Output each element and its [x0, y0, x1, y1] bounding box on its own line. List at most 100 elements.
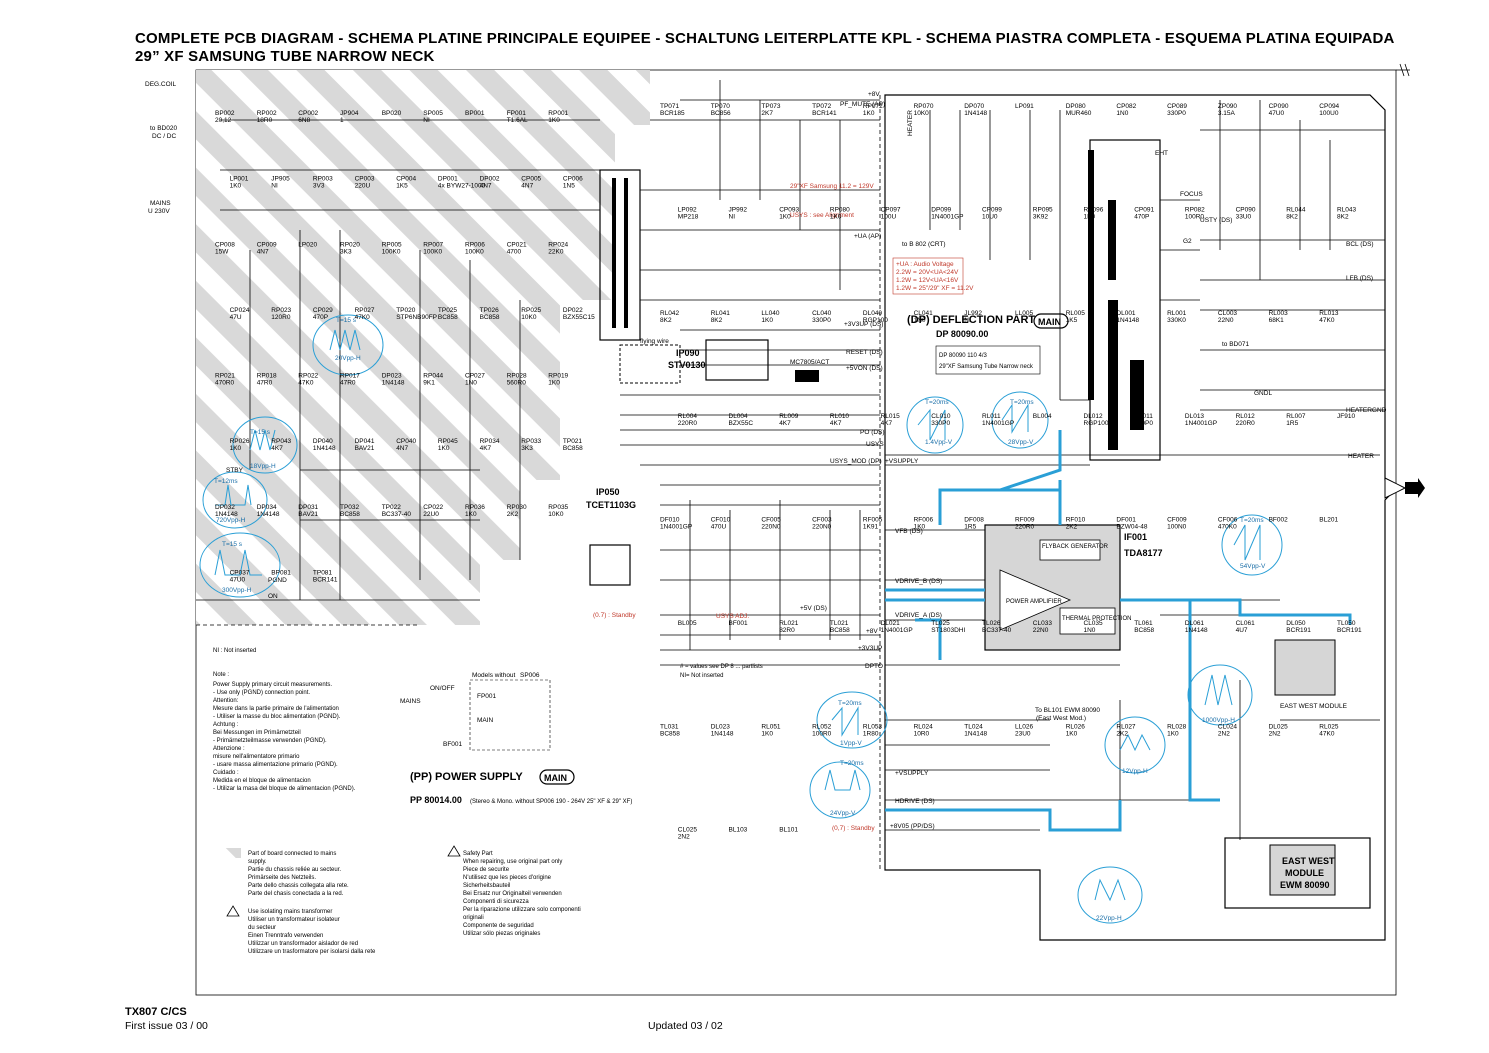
dc-dc: DC / DC — [152, 133, 177, 140]
component-value: BC858 — [438, 314, 458, 321]
component-value: 68K1 — [1269, 317, 1285, 324]
svg-text:Utilizzar un transformador ais: Utilizzar un transformador aislador de r… — [248, 941, 358, 947]
component-ref-cp093: CP093 — [779, 206, 799, 213]
component-value: 2K2 — [1116, 730, 1128, 737]
component-value: 2K2 — [507, 511, 519, 518]
component-value: 47R0 — [257, 380, 273, 387]
component-value: BCR141 — [812, 110, 837, 117]
component-value: 4U7 — [1236, 627, 1248, 634]
component-value: 1N4148 — [257, 511, 280, 518]
g2-label: G2 — [1183, 238, 1192, 245]
component-value: 1R5 — [1286, 420, 1298, 427]
to-bd071: to BD071 — [1222, 341, 1249, 348]
audio-voltage: +UA : Audio Voltage — [896, 261, 954, 268]
focus-label: FOCUS — [1180, 191, 1203, 198]
component-ref-rp003: RP003 — [313, 176, 333, 183]
transformer-ll005 — [1089, 139, 1161, 461]
component-value: 10K0 — [914, 110, 930, 117]
component-ref-rp043: RP043 — [271, 438, 291, 445]
component-ref-rl043: RL043 — [1337, 206, 1357, 213]
component-value: BAV21 — [298, 511, 318, 518]
svg-text:- Primärnetzteilmasse verwende: - Primärnetzteilmasse verwenden (PGND). — [213, 738, 327, 744]
component-value: 47R0 — [340, 380, 356, 387]
heatergnd-label: HEATERGND — [1346, 407, 1387, 414]
component-value: 3K92 — [1033, 213, 1049, 220]
component-value: 220R0 — [1236, 420, 1256, 427]
component-value: 220U — [355, 183, 371, 190]
ip090-part: STV0130 — [668, 360, 706, 370]
component-ref-jf910: JF910 — [1337, 413, 1355, 420]
ic-ip095 — [795, 370, 819, 382]
deflection-code: DP 80090.00 — [936, 329, 988, 339]
component-value: 4N7 — [257, 248, 269, 255]
component-value: 1K0 — [230, 183, 242, 190]
bcl-label: BCL (DS) — [1346, 241, 1374, 248]
component-value: 330P0 — [1167, 110, 1186, 117]
component-ref-cp006: CP006 — [563, 176, 583, 183]
svg-text:supply.: supply. — [248, 859, 267, 865]
component-value: NI — [964, 317, 971, 324]
component-ref-cl010: CL010 — [931, 413, 951, 420]
component-value: 4K7 — [480, 445, 492, 452]
component-value: 470R0 — [215, 380, 235, 387]
isolation-legend: Use isolating mains transformer Utiliser… — [248, 909, 376, 955]
models-without: Models without — [472, 672, 516, 679]
component-ref-tp081: TP081 — [313, 569, 333, 576]
component-ref-rp096: RP096 — [1084, 206, 1104, 213]
svg-text:22Vpp-H: 22Vpp-H — [1096, 915, 1122, 922]
component-value: 470U — [711, 524, 727, 531]
component-ref-cf010: CF010 — [711, 517, 731, 524]
component-ref-cp090: CP090 — [1236, 206, 1256, 213]
component-value: 4K7 — [830, 420, 842, 427]
component-ref-rp007: RP007 — [423, 241, 443, 248]
if001-part: TDA8177 — [1124, 548, 1163, 558]
component-ref-cf009: CF009 — [1167, 517, 1187, 524]
component-value: 2N2 — [678, 834, 690, 841]
component-value: 100U0 — [1319, 110, 1339, 117]
component-ref-ll005: LL005 — [1015, 310, 1033, 317]
component-value: 1K0 — [548, 380, 560, 387]
component-value: 20,12 — [215, 117, 232, 124]
component-value: 1N4001GP — [881, 627, 913, 634]
component-ref-cp021: CP021 — [507, 241, 527, 248]
svg-text:Part of board connected to mai: Part of board connected to mains — [248, 851, 336, 857]
svg-text:du secteur: du secteur — [248, 925, 276, 931]
component-value: 100K0 — [465, 248, 484, 255]
component-ref-tp020: TP020 — [396, 307, 416, 314]
mains-voltage: U 230V — [148, 208, 170, 215]
component-ref-tp073: TP073 — [761, 103, 781, 110]
component-ref-rl015: RL015 — [881, 413, 901, 420]
component-ref-rp028: RP028 — [507, 373, 527, 380]
component-value: BC337-40 — [382, 511, 412, 518]
arrow-icon — [1405, 478, 1425, 498]
component-ref-cp037: CP037 — [230, 569, 250, 576]
component-ref-jp905: JP905 — [271, 176, 290, 183]
component-ref-rl010: RL010 — [830, 413, 850, 420]
standby-note-2: (0,7) : Standby — [832, 825, 875, 832]
component-value: 220R0 — [1015, 524, 1035, 531]
hatch-legend: Part of board connected to mains supply.… — [248, 851, 349, 897]
component-value: BZX55C — [729, 420, 754, 427]
component-value: 220N0 — [761, 524, 781, 531]
component-value: 1K5 — [1066, 317, 1078, 324]
component-value: 1N4148 — [964, 730, 987, 737]
component-value: NI — [729, 213, 736, 220]
component-ref-rl024: RL024 — [914, 723, 934, 730]
component-value: 2K2 — [1066, 524, 1078, 531]
transformer-lp003 — [599, 169, 641, 341]
east-west-mod: (East West Mod.) — [1036, 715, 1086, 722]
component-value: 1K0 — [1167, 730, 1179, 737]
component-value: 1N0 — [1084, 627, 1096, 634]
component-value: BCR141 — [313, 576, 338, 583]
component-value: 10K0 — [548, 511, 564, 518]
component-ref-rp017: RP017 — [340, 373, 360, 380]
component-ref-rp025: RP025 — [521, 307, 541, 314]
gndl-label: GNDL — [1254, 390, 1272, 397]
component-value: 1N4001GP — [1185, 420, 1217, 427]
component-value: 1R80 — [863, 730, 879, 737]
component-value: 330K0 — [1167, 317, 1186, 324]
component-ref-df008: DF008 — [964, 517, 984, 524]
component-ref-bp020: BP020 — [382, 110, 402, 117]
component-ref-rp033: RP033 — [521, 438, 541, 445]
